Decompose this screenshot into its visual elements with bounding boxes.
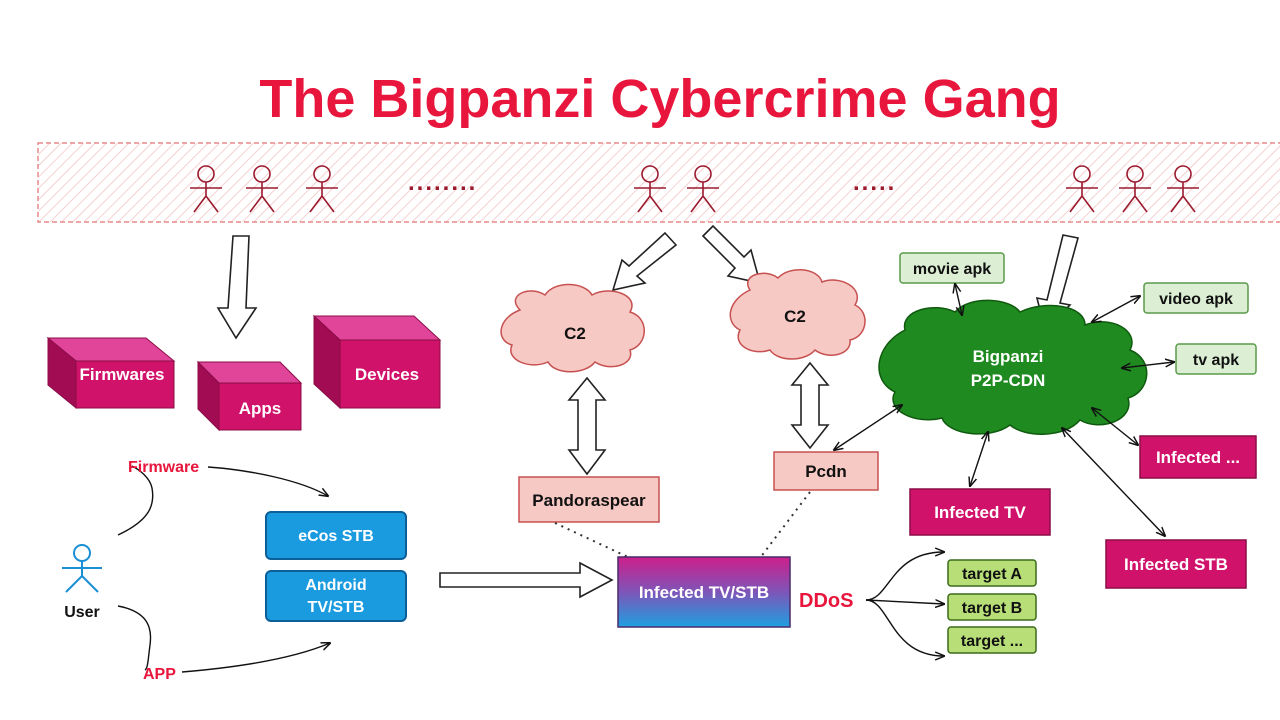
app-channel-label: APP	[143, 666, 176, 683]
pandoraspear-box	[518, 476, 660, 523]
user-icon	[62, 544, 102, 593]
ellipsis-right: .....	[853, 169, 896, 196]
c2-pandoraspear-link	[567, 376, 607, 476]
bigpanzi-cdn-cloud	[878, 299, 1148, 435]
ecos-stb-box	[265, 511, 407, 560]
user-flows	[117, 465, 330, 673]
cdn-label-line2: P2P-CDN	[971, 371, 1046, 390]
infected-tv-label: Infected TV	[934, 503, 1026, 522]
c2-pcdn-link	[790, 361, 830, 450]
gang-banner	[37, 142, 1280, 223]
apps-box	[196, 360, 303, 432]
c2-right-label: C2	[784, 307, 806, 326]
infected-tv-stb-label: Infected TV/STB	[639, 583, 769, 602]
infected-tv-box	[909, 488, 1051, 536]
infected-tv-stb-box	[617, 556, 791, 628]
gang-member-icon	[306, 165, 338, 213]
arrow-to-c2-right	[701, 224, 762, 285]
android-stb-box	[265, 570, 407, 622]
firmwares-label: Firmwares	[79, 365, 164, 384]
arrow-to-c2-left	[611, 231, 678, 292]
arrow-to-products	[216, 235, 258, 340]
video-apk-label: video apk	[1159, 291, 1233, 308]
target-more-label: target ...	[961, 633, 1023, 650]
video-apk-box	[1143, 282, 1249, 314]
infected-more-label: Infected ...	[1156, 448, 1240, 467]
gang-member-icon	[1119, 165, 1151, 213]
user-label: User	[64, 604, 100, 621]
gang-member-icon	[634, 165, 666, 213]
ellipsis-left: ........	[408, 169, 477, 196]
cdn-links	[834, 284, 1174, 536]
gang-member-icon	[190, 165, 222, 213]
movie-apk-box	[899, 252, 1005, 284]
tv-apk-label: tv apk	[1193, 352, 1239, 369]
target-more-box	[947, 626, 1037, 654]
firmware-channel-label: Firmware	[128, 459, 199, 476]
ddos-label: DDoS	[799, 590, 853, 612]
pcdn-box	[773, 451, 879, 491]
ddos-branches	[865, 552, 944, 656]
arrow-to-infected-center	[439, 561, 614, 599]
pandoraspear-label: Pandoraspear	[532, 491, 646, 510]
devices-label: Devices	[355, 365, 419, 384]
target-a-label: target A	[962, 566, 1022, 583]
gang-member-icon	[1066, 165, 1098, 213]
target-b-box	[947, 593, 1037, 621]
c2-left-label: C2	[564, 324, 586, 343]
infected-stb-box	[1105, 539, 1247, 589]
c2-right-cloud	[729, 269, 866, 360]
android-stb-label-line1: Android	[305, 577, 366, 594]
target-a-box	[947, 559, 1037, 587]
devices-box	[312, 314, 442, 410]
tv-apk-box	[1175, 343, 1257, 375]
pcdn-label: Pcdn	[805, 462, 847, 481]
gang-member-icon	[1167, 165, 1199, 213]
android-stb-label-line2: TV/STB	[308, 599, 365, 616]
gang-member-icon	[246, 165, 278, 213]
target-b-label: target B	[962, 600, 1022, 617]
firmwares-box	[46, 336, 176, 410]
ecos-stb-label: eCos STB	[298, 528, 374, 545]
diagram-title: The Bigpanzi Cybercrime Gang	[259, 69, 1061, 129]
cdn-label-line1: Bigpanzi	[973, 347, 1044, 366]
c2-left-cloud	[500, 283, 645, 373]
gang-members	[190, 165, 1199, 213]
movie-apk-label: movie apk	[913, 261, 991, 278]
infected-stb-label: Infected STB	[1124, 555, 1228, 574]
apps-label: Apps	[239, 399, 282, 418]
gang-member-icon	[687, 165, 719, 213]
big-arrows	[216, 224, 1080, 340]
